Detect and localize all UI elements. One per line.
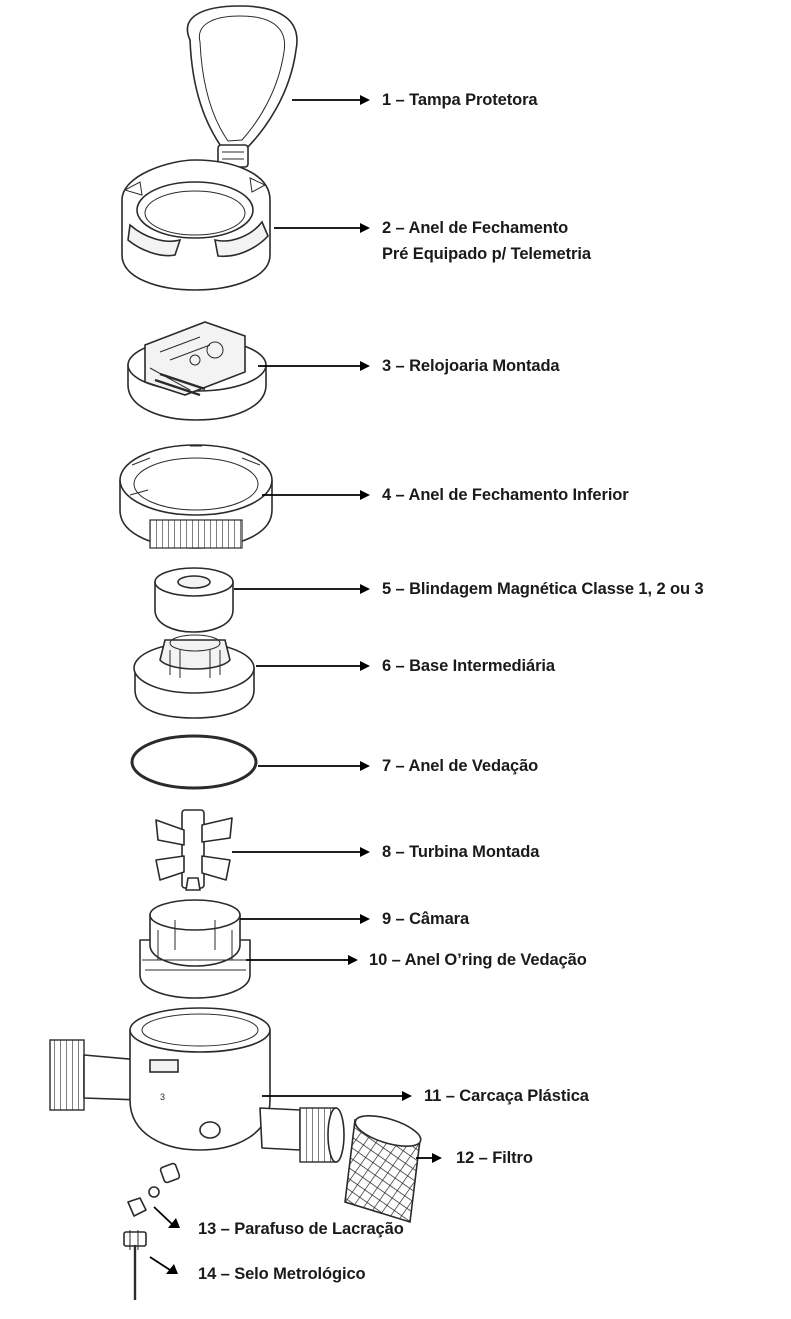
part-6-intermediate-base: [133, 634, 255, 719]
label-part-8: 8 – Turbina Montada: [382, 843, 540, 861]
part-2-closing-ring-telemetry: [121, 159, 271, 291]
part-5-magnetic-shield: [154, 567, 234, 633]
label-part-2-line-2: Pré Equipado p/ Telemetria: [382, 245, 591, 263]
label-part-10: 10 – Anel O’ring de Vedação: [369, 951, 587, 969]
label-part-4: 4 – Anel de Fechamento Inferior: [382, 486, 629, 504]
label-part-13: 13 – Parafuso de Lacração: [198, 1220, 404, 1238]
leader-lines: [149, 95, 442, 1274]
part-3-register-assembly: [127, 321, 267, 421]
part-12-filter: [344, 1115, 422, 1224]
part-13-sealing-screw: [127, 1162, 181, 1217]
part-4-lower-closing-ring: [119, 444, 273, 549]
label-part-12: 12 – Filtro: [456, 1149, 533, 1167]
part-11-plastic-housing: 3: [49, 1007, 345, 1163]
housing-mark: 3: [160, 1092, 165, 1102]
part-14-metrological-seal: [123, 1230, 147, 1300]
label-part-7: 7 – Anel de Vedação: [382, 757, 539, 775]
label-part-3: 3 – Relojoaria Montada: [382, 357, 560, 375]
label-part-5: 5 – Blindagem Magnética Classe 1, 2 ou 3: [382, 580, 704, 598]
label-part-9: 9 – Câmara: [382, 910, 470, 928]
label-part-1: 1 – Tampa Protetora: [382, 91, 538, 109]
part-9-10-measuring-chamber: [139, 899, 251, 999]
part-7-sealing-ring: [130, 734, 258, 790]
label-part-11: 11 – Carcaça Plástica: [424, 1087, 589, 1105]
part-1-protective-cover: [186, 5, 298, 168]
part-8-turbine-assembly: [155, 809, 233, 891]
label-part-2-line-1: 2 – Anel de Fechamento: [382, 219, 569, 237]
label-part-6: 6 – Base Intermediária: [382, 657, 555, 675]
label-part-14: 14 – Selo Metrológico: [198, 1265, 366, 1283]
